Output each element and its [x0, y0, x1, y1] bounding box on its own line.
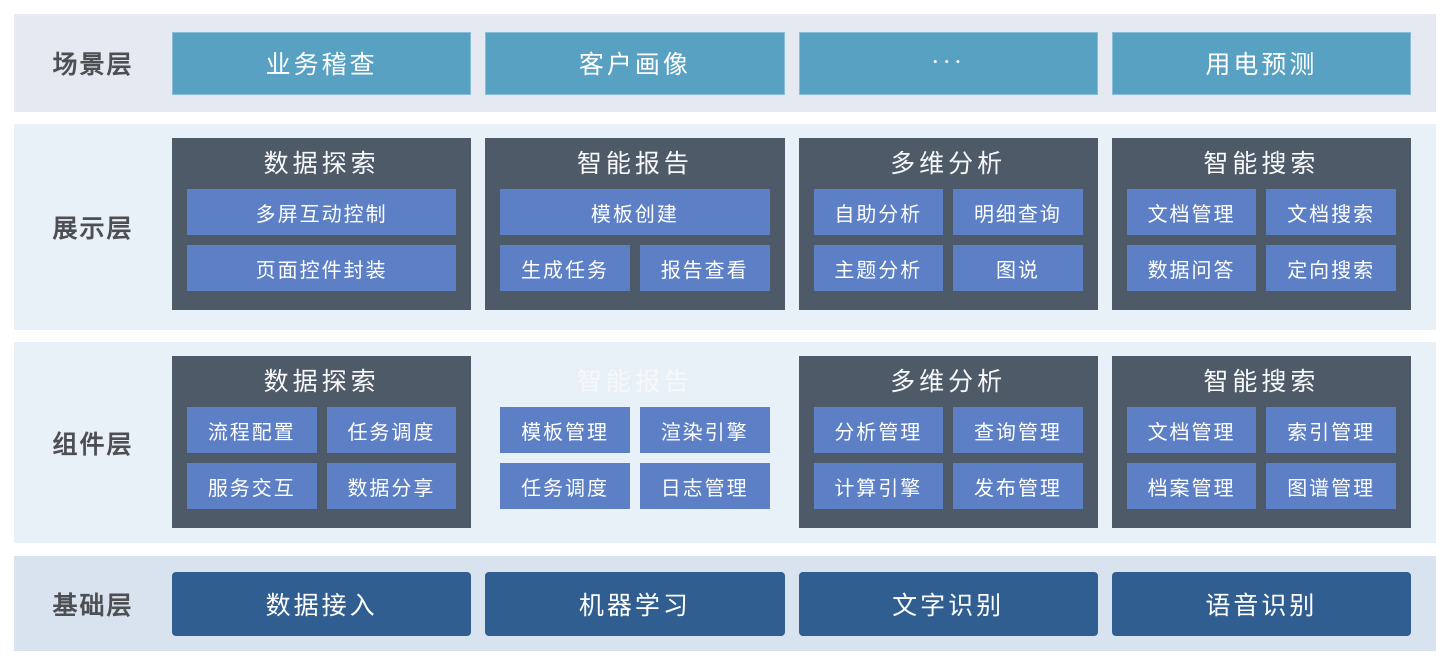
group-items: 文档管理索引管理档案管理图谱管理 [1126, 407, 1396, 509]
module-item: 任务调度 [500, 463, 630, 509]
layer-content-base: 数据接入机器学习文字识别语音识别 [172, 556, 1436, 651]
group-items: 模板创建生成任务报告查看 [500, 189, 770, 291]
layer-content-display: 数据探索多屏互动控制页面控件封装智能报告模板创建生成任务报告查看多维分析自助分析… [172, 124, 1436, 330]
group-items: 流程配置任务调度服务交互数据分享 [187, 407, 457, 509]
layer-label-base: 基础层 [52, 591, 134, 620]
layer-row-component: 组件层数据探索流程配置任务调度服务交互数据分享智能报告模板管理渲染引擎任务调度日… [14, 342, 1436, 543]
group-title: 智能搜索 [1203, 151, 1320, 178]
scenario-box: 业务稽查 [172, 31, 472, 95]
group-title: 多维分析 [890, 151, 1007, 178]
module-item: 模板管理 [500, 407, 630, 453]
display-group: 智能搜索文档管理文档搜索数据问答定向搜索 [1111, 138, 1411, 310]
group-items: 模板管理渲染引擎任务调度日志管理 [500, 407, 770, 509]
display-group: 智能报告模板创建生成任务报告查看 [485, 138, 785, 310]
module-item: 计算引擎 [813, 463, 944, 509]
module-item: 日志管理 [639, 463, 770, 509]
base-box: 数据接入 [172, 571, 472, 636]
module-item: 文档管理 [1126, 407, 1257, 453]
component-group: 多维分析分析管理查询管理计算引擎发布管理 [798, 356, 1098, 528]
group-title: 数据探索 [263, 151, 380, 178]
scenario-box: 用电预测 [1111, 31, 1411, 95]
module-item: 文档管理 [1126, 189, 1257, 235]
group-title: 智能报告 [576, 369, 693, 396]
layer-row-display: 展示层数据探索多屏互动控制页面控件封装智能报告模板创建生成任务报告查看多维分析自… [14, 124, 1436, 330]
module-item: 数据问答 [1126, 245, 1257, 291]
module-item: 查询管理 [953, 407, 1083, 453]
module-item: 明细查询 [953, 189, 1083, 235]
layer-label-scenario: 场景层 [52, 51, 134, 79]
group-items: 文档管理文档搜索数据问答定向搜索 [1126, 189, 1396, 291]
scenario-box: ··· [798, 31, 1098, 95]
layer-label-component: 组件层 [52, 430, 134, 459]
module-item: 报告查看 [639, 245, 770, 291]
module-item: 发布管理 [953, 463, 1083, 509]
module-item: 定向搜索 [1266, 245, 1396, 291]
layer-row-scenario: 场景层 业务稽查客户画像···用电预测 [14, 14, 1436, 112]
group-items: 自助分析明细查询主题分析图说 [813, 189, 1083, 291]
component-group: 智能报告模板管理渲染引擎任务调度日志管理 [485, 356, 784, 528]
group-items: 多屏互动控制页面控件封装 [187, 189, 457, 291]
group-title: 智能报告 [576, 151, 693, 178]
module-item: 任务调度 [326, 407, 457, 453]
module-item: 图谱管理 [1266, 463, 1396, 509]
module-item: 主题分析 [813, 245, 944, 291]
module-item: 页面控件封装 [187, 245, 457, 291]
module-item: 服务交互 [187, 463, 317, 509]
group-title: 智能搜索 [1203, 369, 1320, 396]
component-group: 智能搜索文档管理索引管理档案管理图谱管理 [1111, 356, 1411, 528]
group-title: 多维分析 [890, 369, 1007, 396]
layer-content-scenario: 业务稽查客户画像···用电预测 [172, 14, 1436, 112]
module-item: 流程配置 [187, 407, 317, 453]
group-title: 数据探索 [263, 369, 380, 396]
module-item: 渲染引擎 [639, 407, 770, 453]
layer-content-component: 数据探索流程配置任务调度服务交互数据分享智能报告模板管理渲染引擎任务调度日志管理… [172, 342, 1436, 543]
scenario-box: 客户画像 [485, 31, 785, 95]
component-group: 数据探索流程配置任务调度服务交互数据分享 [172, 356, 472, 528]
module-item: 数据分享 [326, 463, 457, 509]
display-group: 多维分析自助分析明细查询主题分析图说 [798, 138, 1098, 310]
module-item: 分析管理 [813, 407, 944, 453]
module-item: 模板创建 [500, 189, 770, 235]
module-item: 生成任务 [500, 245, 630, 291]
module-item: 多屏互动控制 [187, 189, 457, 235]
base-box: 机器学习 [485, 571, 785, 636]
module-item: 图说 [953, 245, 1083, 291]
group-items: 分析管理查询管理计算引擎发布管理 [813, 407, 1083, 509]
module-item: 索引管理 [1266, 407, 1396, 453]
layer-label-display: 展示层 [52, 215, 134, 243]
layer-row-base: 基础层 数据接入机器学习文字识别语音识别 [14, 556, 1436, 651]
module-item: 自助分析 [813, 189, 944, 235]
base-box: 语音识别 [1111, 571, 1411, 636]
base-box: 文字识别 [798, 571, 1098, 636]
module-item: 文档搜索 [1266, 189, 1396, 235]
display-group: 数据探索多屏互动控制页面控件封装 [172, 138, 472, 310]
module-item: 档案管理 [1126, 463, 1257, 509]
